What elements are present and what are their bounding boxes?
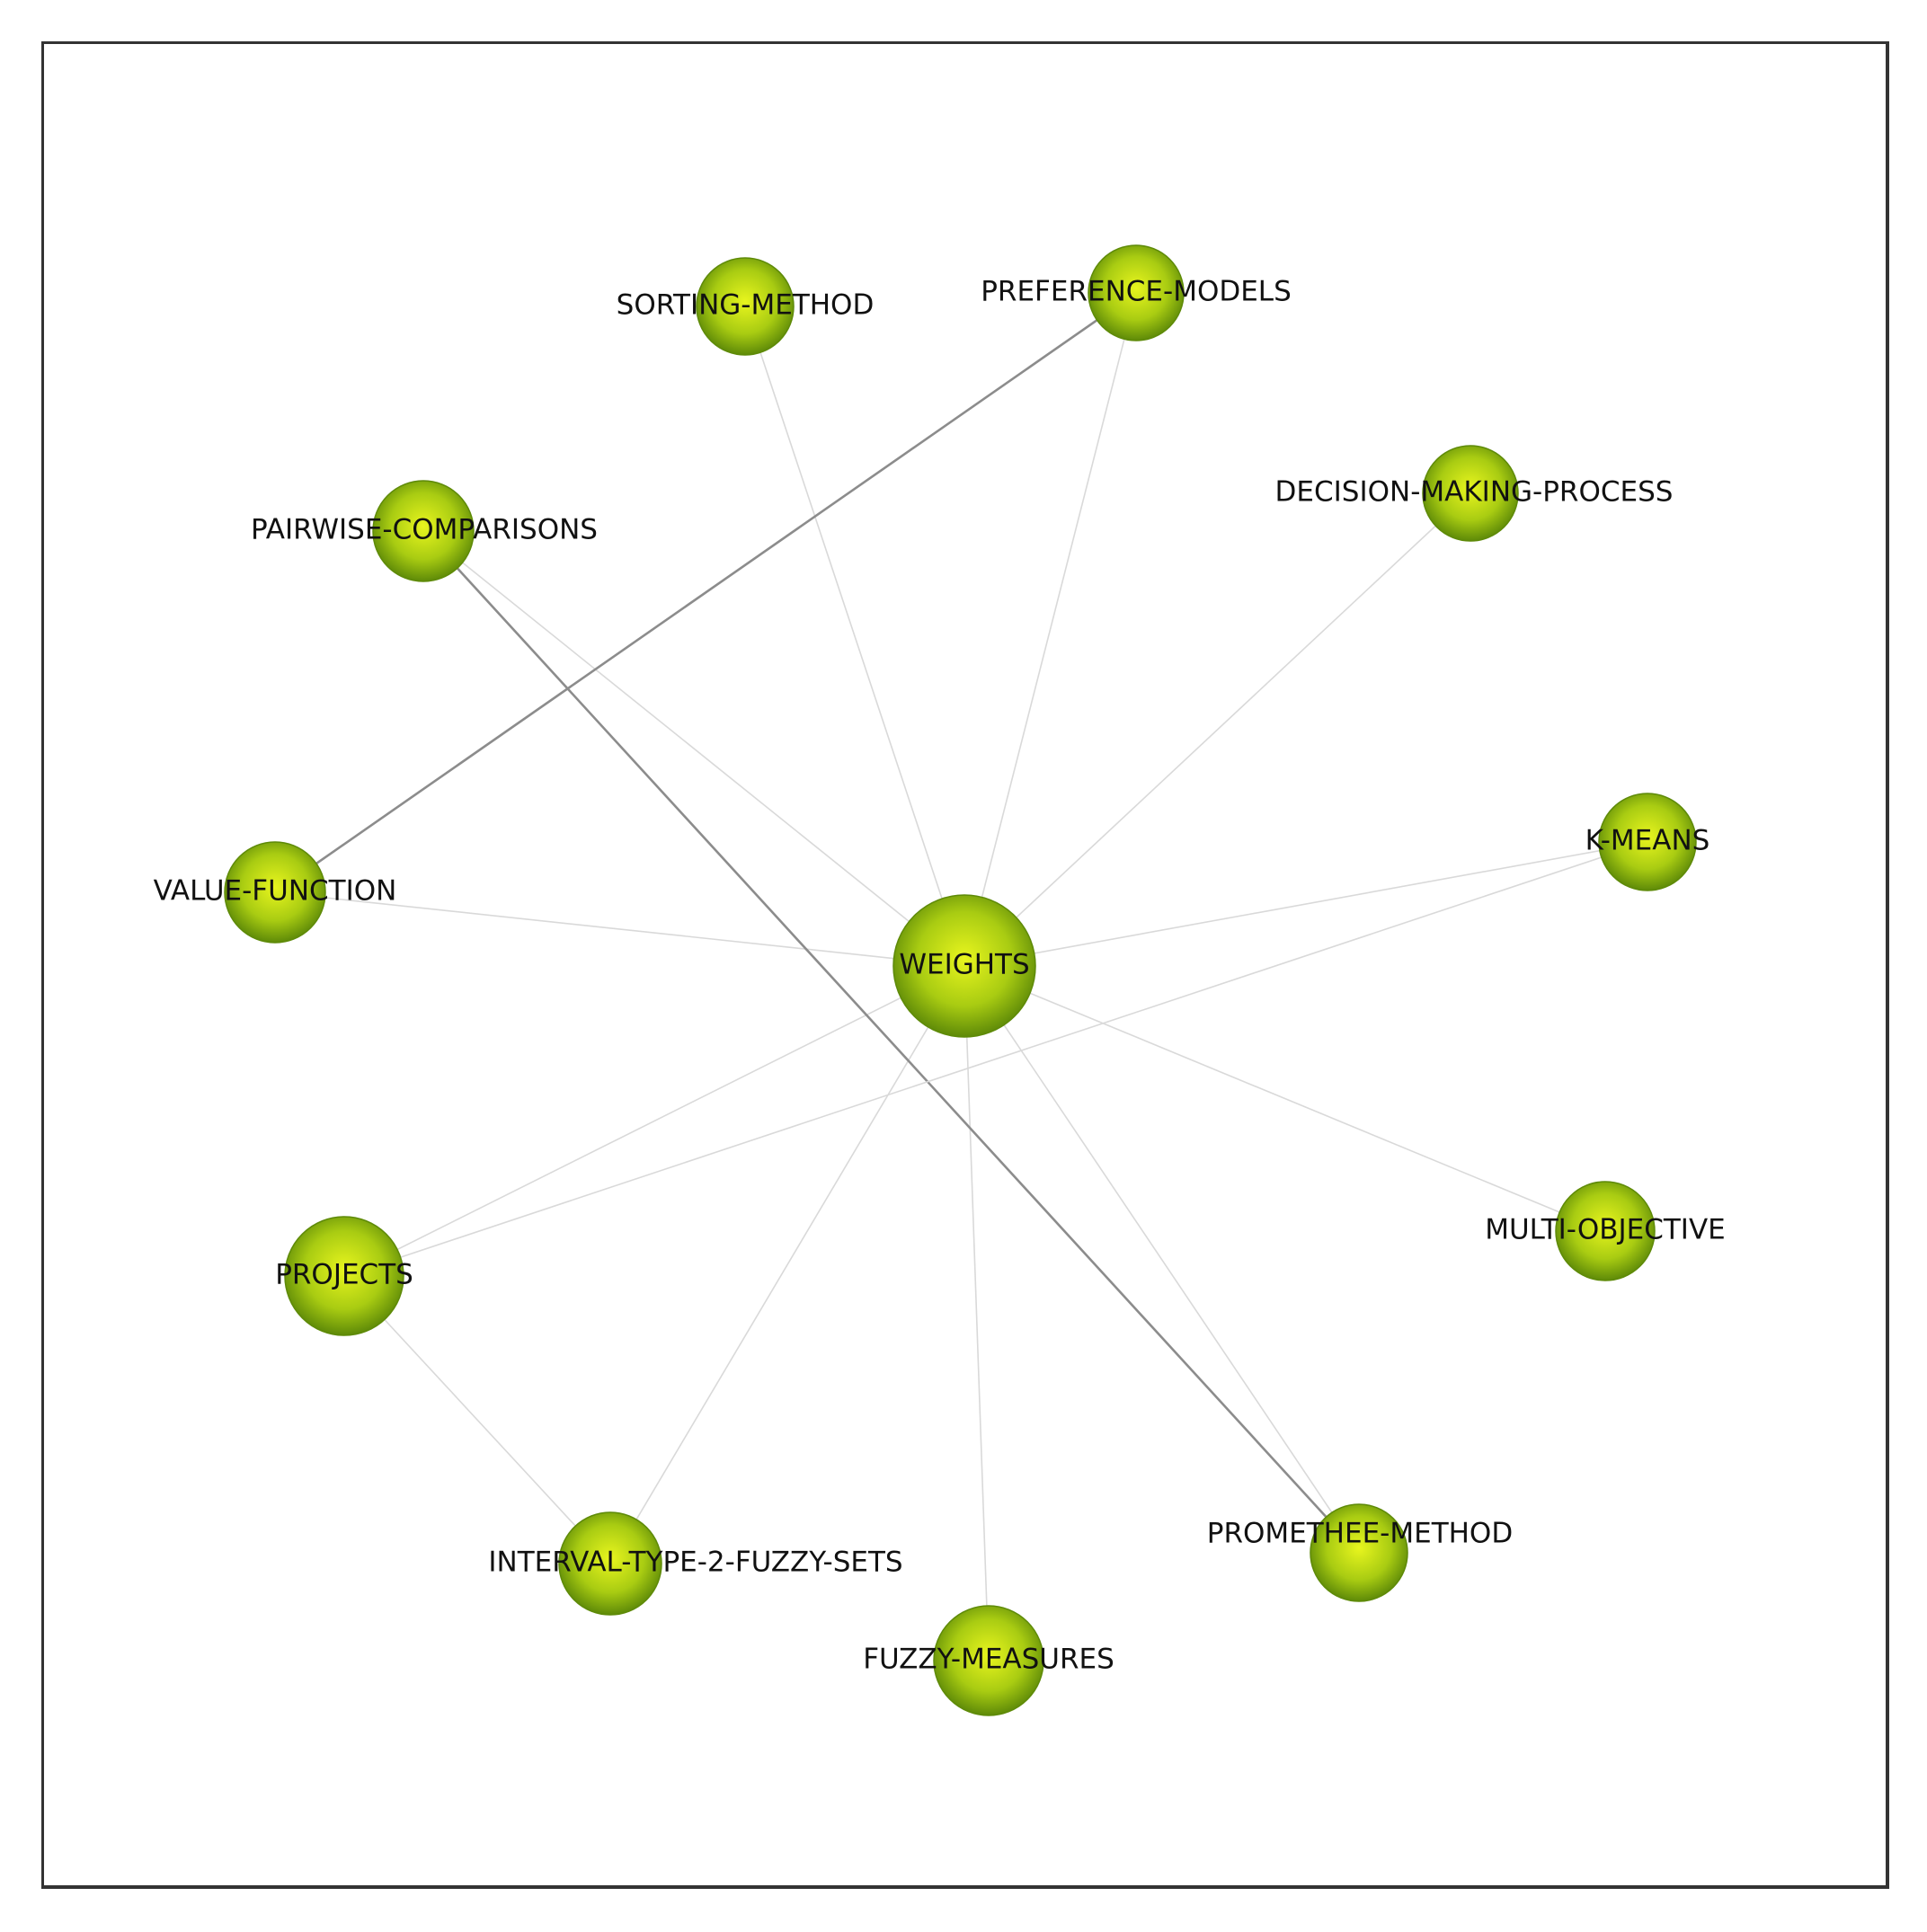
edge-weights-interval-type-2-fuzzy-sets: [609, 965, 965, 1564]
edge-weights-sorting-method: [744, 306, 965, 967]
edge-weights-value-function: [274, 891, 965, 967]
edge-pairwise-comparisons-promethee-method: [422, 530, 1360, 1554]
node-label-promethee-method: PROMETHEE-METHOD: [1207, 1518, 1513, 1550]
edge-weights-k-means: [964, 841, 1648, 967]
node-label-preference-models: PREFERENCE-MODELS: [981, 276, 1292, 308]
edge-weights-decision-making-process: [964, 492, 1471, 967]
edge-value-function-preference-models: [274, 291, 1137, 894]
node-preference-models[interactable]: [1088, 244, 1185, 341]
node-label-weights: WEIGHTS: [899, 949, 1029, 981]
node-label-decision-making-process: DECISION-MAKING-PROCESS: [1275, 476, 1674, 509]
nodes-layer: [224, 244, 1697, 1716]
edges-layer: [274, 291, 1648, 1662]
node-interval-type-2-fuzzy-sets[interactable]: [558, 1511, 662, 1616]
node-k-means[interactable]: [1598, 793, 1697, 891]
node-label-projects: PROJECTS: [275, 1259, 413, 1291]
labels-layer: WEIGHTS SORTING-METHOD PREFERENCE-MODELS DE…: [154, 276, 1726, 1676]
node-projects[interactable]: [284, 1216, 404, 1336]
node-decision-making-process[interactable]: [1422, 445, 1519, 542]
node-label-value-function: VALUE-FUNCTION: [154, 875, 397, 908]
edge-weights-preference-models: [964, 292, 1137, 967]
edge-weights-pairwise-comparisons: [422, 530, 965, 967]
node-weights[interactable]: [892, 894, 1036, 1038]
edge-weights-promethee-method: [964, 965, 1360, 1554]
node-pairwise-comparisons[interactable]: [372, 480, 475, 582]
node-multi-objective[interactable]: [1555, 1181, 1656, 1281]
node-label-pairwise-comparisons: PAIRWISE-COMPARISONS: [251, 514, 598, 546]
node-label-sorting-method: SORTING-METHOD: [617, 289, 875, 322]
node-promethee-method[interactable]: [1310, 1503, 1408, 1602]
node-label-interval-type-2-fuzzy-sets: INTERVAL-TYPE-2-FUZZY-SETS: [488, 1546, 902, 1579]
node-label-multi-objective: MULTI-OBJECTIVE: [1485, 1214, 1725, 1246]
node-value-function[interactable]: [224, 841, 326, 944]
node-label-k-means: K-MEANS: [1585, 825, 1710, 857]
edge-projects-interval-type-2-fuzzy-sets: [343, 1275, 611, 1564]
node-sorting-method[interactable]: [696, 257, 795, 356]
edge-weights-multi-objective: [964, 965, 1606, 1232]
node-label-fuzzy-measures: FUZZY-MEASURES: [863, 1644, 1114, 1676]
node-fuzzy-measures[interactable]: [933, 1605, 1044, 1716]
edge-weights-fuzzy-measures: [964, 965, 990, 1662]
edge-weights-projects: [343, 965, 965, 1277]
edge-projects-k-means: [343, 841, 1648, 1277]
